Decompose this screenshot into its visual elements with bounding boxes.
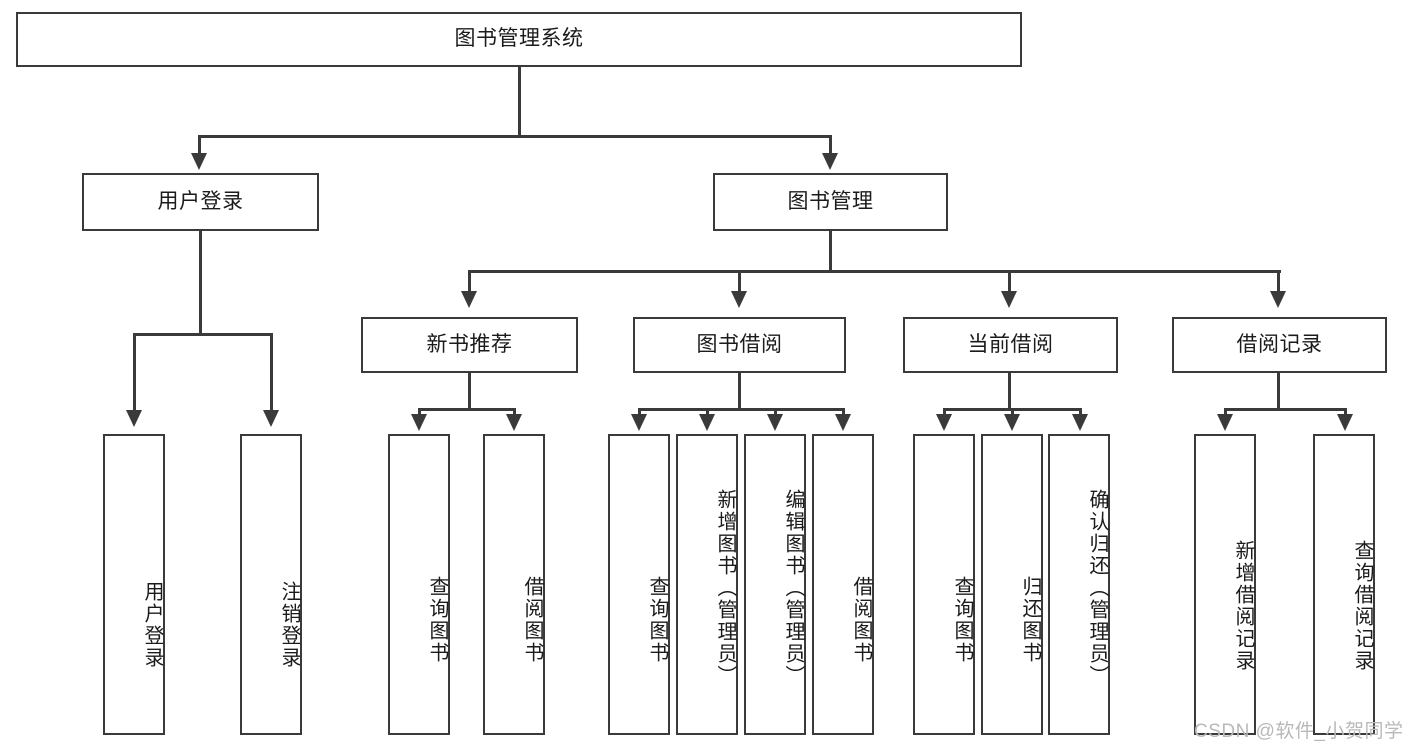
leaf-query-book-borrow-label: 查询图书 (646, 575, 668, 664)
leaf-query-book-recommend[interactable]: 查询图书 (388, 434, 450, 735)
edge-current-c2 (1011, 408, 1014, 418)
leaf-add-book-admin[interactable]: 新增图书（管理员） (676, 434, 738, 735)
node-root[interactable]: 图书管理系统 (16, 12, 1022, 67)
node-root-label: 图书管理系统 (454, 27, 584, 51)
arrow-current-c1 (936, 414, 952, 431)
leaf-return-book[interactable]: 归还图书 (981, 434, 1043, 735)
edge-record-down (1277, 373, 1280, 410)
edge-to-book-mgmt (829, 135, 832, 157)
edge-to-user-login (198, 135, 201, 157)
node-user-login[interactable]: 用户登录 (82, 173, 319, 231)
edge-user-login-child1 (133, 333, 136, 413)
leaf-add-borrow-record-label: 新增借阅记录 (1232, 539, 1254, 672)
edge-borrow-c4 (842, 408, 845, 418)
edge-record-c2 (1344, 408, 1347, 418)
edge-current-c1 (943, 408, 946, 418)
leaf-add-borrow-record[interactable]: 新增借阅记录 (1194, 434, 1256, 735)
leaf-borrow-book-recommend[interactable]: 借阅图书 (483, 434, 545, 735)
edge-to-borrow (738, 270, 741, 294)
edge-to-new-book (468, 270, 471, 294)
arrow-borrow-c2 (699, 414, 715, 431)
edge-record-c1 (1224, 408, 1227, 418)
node-new-book-recommend[interactable]: 新书推荐 (361, 317, 578, 373)
edge-record-bus (1224, 408, 1344, 411)
arrow-user-login-child2 (263, 410, 279, 427)
node-borrow-record[interactable]: 借阅记录 (1172, 317, 1387, 373)
leaf-return-book-label: 归还图书 (1019, 575, 1041, 664)
watermark: CSDN @软件_小贺同学 (1194, 721, 1404, 742)
edge-new-book-c1 (418, 408, 421, 418)
arrow-to-new-book (461, 291, 477, 308)
edge-borrow-bus (638, 408, 844, 411)
leaf-borrow-book[interactable]: 借阅图书 (812, 434, 874, 735)
edge-user-login-bus (133, 333, 273, 336)
leaf-user-login[interactable]: 用户登录 (103, 434, 165, 735)
edge-level3-bus (468, 270, 1281, 273)
node-current-borrow-label: 当前借阅 (967, 332, 1054, 356)
edge-user-login-child2 (270, 333, 273, 413)
leaf-query-book-current-label: 查询图书 (951, 575, 973, 664)
leaf-query-borrow-record-label: 查询借阅记录 (1351, 539, 1373, 672)
node-book-management[interactable]: 图书管理 (713, 173, 948, 231)
arrow-to-borrow-record (1270, 291, 1286, 308)
edge-current-down (1008, 373, 1011, 410)
node-book-borrow[interactable]: 图书借阅 (633, 317, 846, 373)
leaf-confirm-return-admin[interactable]: 确认归还（管理员） (1048, 434, 1110, 735)
arrow-new-book-c2 (506, 414, 522, 431)
arrow-new-book-c1 (411, 414, 427, 431)
edge-borrow-down (738, 373, 741, 410)
leaf-confirm-return-admin-label: 确认归还（管理员） (1086, 488, 1108, 687)
arrow-to-borrow (731, 291, 747, 308)
node-current-borrow[interactable]: 当前借阅 (903, 317, 1118, 373)
arrow-user-login-child1 (126, 410, 142, 427)
edge-to-borrow-record (1277, 270, 1280, 294)
arrow-to-current-borrow (1001, 291, 1017, 308)
arrow-current-c3 (1072, 414, 1088, 431)
leaf-query-borrow-record[interactable]: 查询借阅记录 (1313, 434, 1375, 735)
node-borrow-record-label: 借阅记录 (1236, 332, 1323, 356)
leaf-add-book-admin-label: 新增图书（管理员） (714, 488, 736, 687)
leaf-user-login-label: 用户登录 (141, 580, 163, 669)
arrow-current-c2 (1004, 414, 1020, 431)
leaf-query-book-borrow[interactable]: 查询图书 (608, 434, 670, 735)
leaf-edit-book-admin-label: 编辑图书（管理员） (782, 488, 804, 687)
edge-root-down (518, 67, 521, 137)
edge-borrow-c1 (638, 408, 641, 418)
edge-current-c3 (1079, 408, 1082, 418)
leaf-borrow-book-label: 借阅图书 (850, 575, 872, 664)
edge-new-book-c2 (513, 408, 516, 418)
leaf-query-book-recommend-label: 查询图书 (426, 575, 448, 664)
node-user-login-label: 用户登录 (157, 189, 244, 213)
edge-book-mgmt-down (829, 231, 832, 272)
arrow-record-c2 (1337, 414, 1353, 431)
leaf-edit-book-admin[interactable]: 编辑图书（管理员） (744, 434, 806, 735)
edge-user-login-down (199, 231, 202, 335)
arrow-to-book-mgmt (822, 153, 838, 170)
node-book-management-label: 图书管理 (787, 189, 874, 213)
node-book-borrow-label: 图书借阅 (696, 332, 783, 356)
leaf-query-book-current[interactable]: 查询图书 (913, 434, 975, 735)
edge-new-book-down (468, 373, 471, 410)
arrow-record-c1 (1217, 414, 1233, 431)
arrow-borrow-c1 (631, 414, 647, 431)
edge-borrow-c3 (774, 408, 777, 418)
edge-level2-bus (198, 135, 831, 138)
arrow-borrow-c4 (835, 414, 851, 431)
leaf-logout-label: 注销登录 (278, 580, 300, 669)
arrow-to-user-login (191, 153, 207, 170)
edge-new-book-bus (418, 408, 515, 411)
leaf-logout[interactable]: 注销登录 (240, 434, 302, 735)
node-new-book-recommend-label: 新书推荐 (426, 332, 513, 356)
edge-borrow-c2 (706, 408, 709, 418)
leaf-borrow-book-recommend-label: 借阅图书 (521, 575, 543, 664)
edge-to-current-borrow (1008, 270, 1011, 294)
arrow-borrow-c3 (767, 414, 783, 431)
